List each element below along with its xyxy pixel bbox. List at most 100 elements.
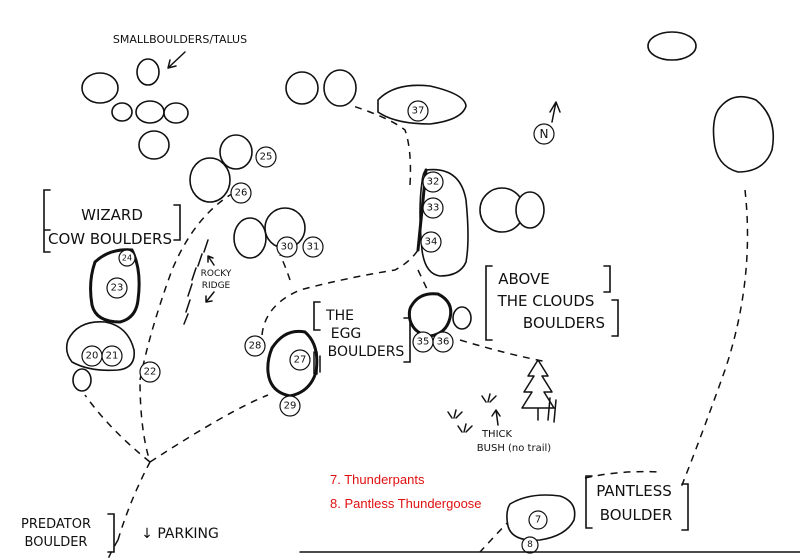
svg-text:30: 30 <box>281 242 294 253</box>
problem-marker: 7 <box>528 510 548 530</box>
problem-marker: 35 <box>412 331 434 353</box>
north-arrow-icon <box>549 101 561 123</box>
boulder-top-mid <box>323 69 357 107</box>
label-above-3: BOULDERS <box>523 314 605 332</box>
label-wizard-2: COW BOULDERS <box>48 230 172 248</box>
svg-text:31: 31 <box>307 242 320 253</box>
problem-marker: 26 <box>230 182 252 204</box>
svg-text:23: 23 <box>111 283 124 294</box>
bracket <box>681 483 689 531</box>
bush-icon <box>447 409 463 419</box>
problem-markers: 20 21 22 23 24 25 26 27 28 29 30 31 32 3… <box>81 100 548 554</box>
svg-text:21: 21 <box>106 351 119 362</box>
bush-icon <box>457 423 473 433</box>
boulder-20 <box>65 321 135 372</box>
svg-text:20: 20 <box>86 351 99 362</box>
svg-text:35: 35 <box>417 337 430 348</box>
boulder-east-2 <box>515 191 545 229</box>
trail-to-predator <box>84 394 151 463</box>
bush-icon <box>481 393 497 403</box>
bracket <box>313 301 321 331</box>
boulder-35 <box>407 292 453 338</box>
north-circle <box>533 123 555 145</box>
trail-to-30 <box>279 254 291 281</box>
trail-east-long <box>679 189 749 491</box>
svg-text:33: 33 <box>427 203 440 214</box>
bracket <box>485 265 493 341</box>
talus-boulder <box>135 100 165 124</box>
trail-predator-south <box>107 539 119 559</box>
problem-marker: 32 <box>422 171 444 193</box>
problem-marker: 24 <box>118 249 136 267</box>
label-predator-1: PREDATOR <box>21 517 91 532</box>
svg-text:29: 29 <box>284 401 297 412</box>
problem-marker: 22 <box>139 361 161 383</box>
pine-tree-icon <box>521 359 555 421</box>
rocky-ridge-arrow-down <box>205 291 215 303</box>
vegetation <box>447 359 557 433</box>
svg-text:7: 7 <box>535 515 541 526</box>
svg-text:36: 36 <box>437 337 450 348</box>
label-pantless-1: PANTLESS <box>596 482 672 500</box>
trail-to-egg <box>149 394 269 463</box>
problem-marker: 27 <box>289 349 311 371</box>
trail-above-east <box>459 339 549 363</box>
label-thick-1: THICK <box>481 429 513 440</box>
svg-text:22: 22 <box>144 367 157 378</box>
bracket <box>611 299 619 337</box>
label-egg-3: BOULDERS <box>328 344 405 360</box>
bracket <box>603 265 611 293</box>
egg-boulder-shadow <box>313 351 321 375</box>
north-label: N <box>540 127 549 141</box>
svg-text:24: 24 <box>122 254 132 263</box>
rocky-ridge-marks <box>183 239 209 325</box>
boulder-30-left <box>233 217 267 259</box>
problem-marker: 30 <box>276 236 298 258</box>
problem-marker: 8 <box>521 536 539 554</box>
trail-egg-north <box>261 249 419 336</box>
svg-text:27: 27 <box>294 355 307 366</box>
trail-to-35 <box>417 269 431 296</box>
label-parking: ↓ PARKING <box>141 526 219 542</box>
label-pantless-2: BOULDER <box>600 506 673 524</box>
label-wizard-1: WIZARD <box>81 206 143 224</box>
boulder-ne-2 <box>712 95 775 173</box>
trail-to-pantless <box>584 470 661 479</box>
legend-item-7: 7. Thunderpants <box>330 472 425 487</box>
svg-text:25: 25 <box>260 152 273 163</box>
problem-marker: 36 <box>432 331 454 353</box>
bracket <box>585 475 593 529</box>
area-labels: SMALLBOULDERS/TALUS WIZARD COW BOULDERS … <box>21 33 672 550</box>
boulder-25 <box>219 134 253 170</box>
rocky-ridge-arrow-up <box>207 255 215 266</box>
problem-marker: 31 <box>302 236 324 258</box>
bracket <box>107 513 115 553</box>
bracket <box>43 189 51 253</box>
talus-boulder <box>111 102 133 122</box>
small-boulders-arrow <box>167 51 186 69</box>
label-above-2: THE CLOUDS <box>497 292 595 310</box>
problem-marker: 28 <box>244 335 266 357</box>
problem-marker: 20 <box>81 345 103 367</box>
label-egg-2: EGG <box>331 326 362 342</box>
label-small-boulders: SMALLBOULDERS/TALUS <box>113 33 247 46</box>
svg-text:26: 26 <box>235 188 248 199</box>
problem-marker: 23 <box>106 277 128 299</box>
label-predator-2: BOULDER <box>25 535 88 550</box>
problem-marker: 34 <box>420 231 442 253</box>
label-thick-2: BUSH (no trail) <box>477 443 551 454</box>
boulder-26 <box>189 157 231 203</box>
svg-text:28: 28 <box>249 341 262 352</box>
svg-text:37: 37 <box>412 106 425 117</box>
label-rocky-2: RIDGE <box>202 281 231 291</box>
boulder-36-side <box>452 306 472 330</box>
bracket <box>173 204 181 241</box>
trails <box>84 104 749 559</box>
talus-boulder <box>136 58 160 86</box>
problem-marker: 29 <box>279 395 301 417</box>
boulder-20-small <box>72 368 92 392</box>
problem-marker: 21 <box>101 345 123 367</box>
trail-main-west <box>117 379 151 541</box>
